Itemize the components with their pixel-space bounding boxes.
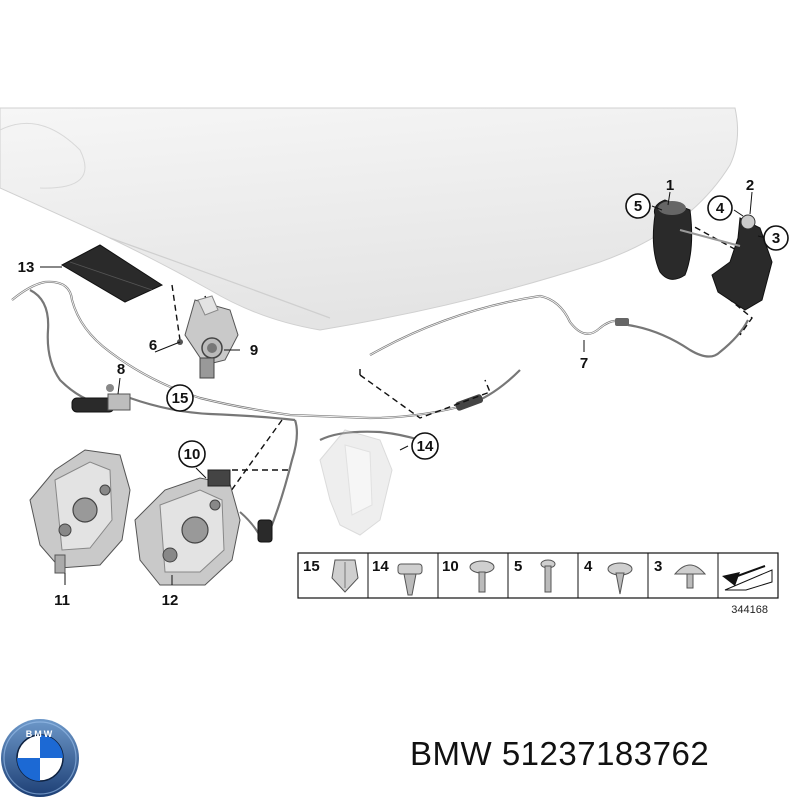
callout-11: 11 <box>54 592 70 609</box>
collar-screw-icon <box>607 562 633 595</box>
callout-15: 15 <box>166 384 194 412</box>
bmw-roundel-logo: BMW <box>1 719 79 797</box>
pin-screw-icon <box>540 559 556 593</box>
callout-2: 2 <box>746 177 754 194</box>
callout-9: 9 <box>250 342 258 359</box>
part-8-handle <box>71 384 131 413</box>
part-14-bracket <box>319 429 393 536</box>
callout-2-label: 2 <box>746 177 754 194</box>
callout-14: 14 <box>411 432 439 460</box>
legend-item-10-label: 10 <box>442 558 459 575</box>
callout-12: 12 <box>162 592 179 609</box>
callout-5-label: 5 <box>634 198 642 215</box>
callout-11-label: 11 <box>54 592 70 609</box>
part-1-buffer <box>652 199 693 280</box>
callout-8-label: 8 <box>117 361 125 378</box>
part-13-pad <box>60 244 164 303</box>
callout-1: 1 <box>666 177 674 194</box>
legend-item-5-label: 5 <box>514 558 522 575</box>
callout-13: 13 <box>18 259 35 276</box>
bmw-logo-lettering: BMW <box>26 729 55 739</box>
part-6-bracket <box>177 295 239 379</box>
callout-6: 6 <box>149 337 157 354</box>
callout-3-label: 3 <box>772 230 780 247</box>
legend-item-3: 3 <box>654 558 707 589</box>
callout-4: 4 <box>707 195 733 221</box>
legend-item-4-label: 4 <box>584 558 593 575</box>
callout-7: 7 <box>580 355 588 372</box>
callout-8: 8 <box>117 361 125 378</box>
part-11-hood-lock <box>29 449 131 574</box>
legend-item-15: 15 <box>303 558 359 593</box>
fastener-legend: 15 14 10 5 <box>297 552 779 599</box>
legend-item-15-label: 15 <box>303 558 320 575</box>
legend-item-3-label: 3 <box>654 558 662 575</box>
callout-13-label: 13 <box>18 259 35 276</box>
callout-4-label: 4 <box>716 200 725 217</box>
callout-5: 5 <box>625 193 651 219</box>
reference-number: 344168 <box>731 604 768 616</box>
legend-item-14: 14 <box>372 558 423 596</box>
legend-item-5: 5 <box>514 558 556 593</box>
callout-12-label: 12 <box>162 592 179 609</box>
part-2-catch-bracket <box>679 214 773 311</box>
release-cable <box>11 280 749 531</box>
callout-1-label: 1 <box>666 177 674 194</box>
legend-item-14-label: 14 <box>372 558 389 575</box>
callout-10-label: 10 <box>184 446 201 463</box>
leader-lines <box>40 191 767 585</box>
callout-10: 10 <box>178 440 206 468</box>
legend-item-10: 10 <box>442 558 495 593</box>
callout-6-label: 6 <box>149 337 157 354</box>
expanding-rivet-icon <box>397 563 423 596</box>
callout-7-label: 7 <box>580 355 588 372</box>
legend-item-4: 4 <box>584 558 633 595</box>
clip-icon <box>331 559 359 593</box>
callout-3: 3 <box>763 225 789 251</box>
part-number-caption: BMW 51237183762 <box>410 735 710 772</box>
callout-14-label: 14 <box>417 438 434 455</box>
part-12-hood-lock <box>134 469 273 586</box>
flat-head-screw-icon <box>469 560 495 593</box>
direction-arrow-icon <box>722 565 773 591</box>
callout-15-label: 15 <box>172 390 189 407</box>
dome-screw-icon <box>673 564 707 589</box>
hood-panel <box>0 107 739 331</box>
callout-9-label: 9 <box>250 342 258 359</box>
